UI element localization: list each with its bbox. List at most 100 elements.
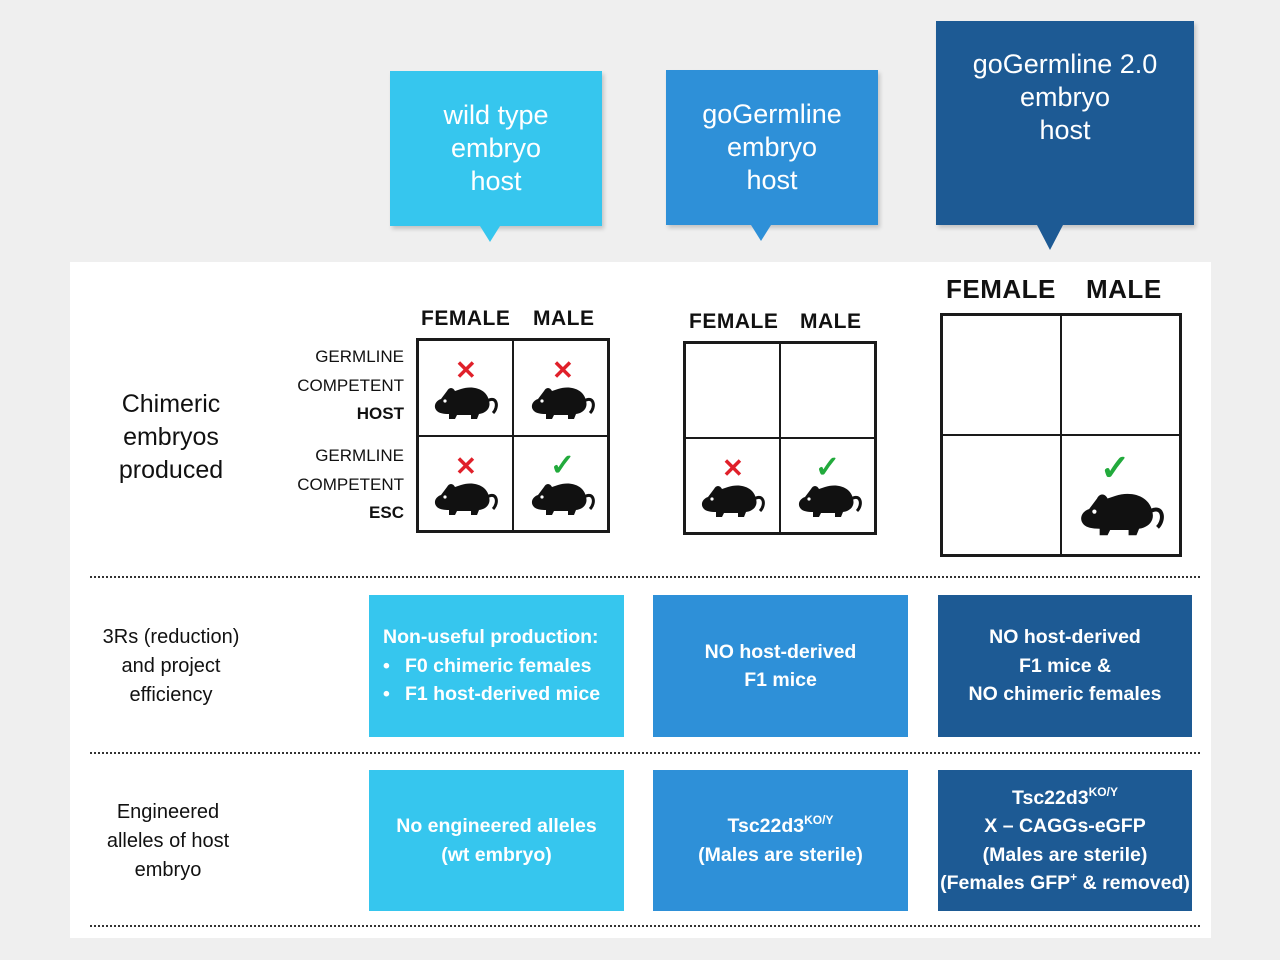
host-callout-gogermline-2: goGermline 2.0 embryo host [936,21,1194,250]
gene-line: Tsc22d3KO/Y [728,812,834,841]
mouse-icon [434,387,498,419]
efficiency-box-gogermline: NO host-derived F1 mice [653,595,908,737]
cell-host-female [942,315,1061,435]
label-line: embryo [134,859,202,881]
header-female-go2: FEMALE [946,274,1056,304]
check-icon: ✓ [1100,447,1131,488]
efficiency-box-gogermline-2: NO host-derived F1 mice & NO chimeric fe… [938,595,1192,737]
callout-line: host [1039,114,1091,145]
mouse-icon [701,485,765,517]
header-male-go: MALE [800,310,862,333]
punnett-grid-gogermline-2: ✓ [940,313,1182,557]
gene-name: Tsc22d3 [1012,786,1089,809]
host-callout-wild-type: wild type embryo host [390,71,602,242]
label-line: alleles of host [106,830,230,852]
check-icon: ✓ [550,448,576,482]
label-line: embryos [123,423,219,451]
row-label-host: GERMLINE COMPETENT HOST [224,343,404,429]
list-item: F0 chimeric females [383,652,600,681]
text-part: (Females GFP [940,872,1071,894]
punnett-grid-wild-type: ✕ ✕ ✕ ✓ [416,338,610,533]
label-line: Chimeric [121,390,221,418]
mouse-icon [434,483,498,515]
header-male-go2: MALE [1086,274,1162,304]
callout-line: wild type [443,100,549,130]
alleles-box-gogermline-2: Tsc22d3KO/Y X – CAGGs-eGFP (Males are st… [938,770,1192,911]
dotted-separator [90,752,1200,754]
text-line: X – CAGGs-eGFP [984,815,1146,837]
list-item: F1 host-derived mice [383,680,600,709]
host-callout-gogermline: goGermline embryo host [666,70,878,241]
check-icon: ✓ [815,451,841,484]
text-line: NO host-derived [989,626,1141,649]
label-line: GERMLINE [315,347,404,366]
alleles-box-wild-type: No engineered alleles (wt embryo) [369,770,624,911]
cell-esc-male: ✓ [513,435,608,531]
genotype-superscript: KO/Y [1088,784,1118,799]
callout-pointer [1036,225,1063,250]
label-line: ESC [369,503,404,522]
callout-line: embryo [450,133,542,163]
text-line: NO host-derived [704,640,857,663]
text-line: (Males are sterile) [982,843,1148,866]
mouse-icon [531,387,595,419]
label-line: 3Rs (reduction) [102,626,240,648]
efficiency-box-wild-type: Non-useful production: F0 chimeric femal… [369,595,624,737]
text-line: (Males are sterile) [698,843,863,866]
genotype-superscript: KO/Y [804,813,834,827]
callout-pointer [479,226,500,242]
text-line: F1 mice & [1018,654,1112,677]
cell-host-female: ✕ [418,340,513,436]
cell-esc-male: ✓ [1061,435,1180,555]
callout-line: goGermline [702,99,842,129]
label-line: HOST [356,404,404,423]
text-line: NO chimeric females [968,683,1162,706]
section-label-alleles: Engineered alleles of host embryo [86,798,250,885]
section-label-3rs: 3Rs (reduction) and project efficiency [86,623,256,710]
punnett-grid-gogermline: ✕ ✓ [683,341,877,535]
label-line: efficiency [129,684,213,706]
alleles-box-gogermline: Tsc22d3KO/Y (Males are sterile) [653,770,908,911]
callout-line: embryo [726,132,818,162]
gfp-superscript: + [1070,870,1078,884]
cross-icon: ✕ [455,355,477,385]
efficiency-list: F0 chimeric females F1 host-derived mice [383,652,600,709]
cell-esc-male: ✓ [780,438,875,533]
label-line: Engineered [116,801,220,823]
callout-pointer [751,225,772,241]
cross-icon: ✕ [552,355,574,385]
mouse-icon [798,485,862,517]
header-female-go: FEMALE [689,310,779,333]
cell-esc-female: ✕ [418,435,513,531]
dotted-separator [90,576,1200,578]
cell-host-female [685,343,780,438]
mouse-icon [531,483,595,515]
cross-icon: ✕ [455,450,477,481]
callout-line: embryo [1019,81,1111,112]
row-label-esc: GERMLINE COMPETENT ESC [224,442,404,528]
label-line: and project [121,655,221,677]
text-line: F1 mice [744,669,817,691]
section-label-chimeric: Chimeric embryos produced [96,388,246,487]
text-line: (Females GFP+ & removed) [940,869,1190,898]
cell-esc-female [942,435,1061,555]
cell-esc-female: ✕ [685,438,780,533]
text-line: (wt embryo) [441,843,552,866]
gene-line: Tsc22d3KO/Y [1012,784,1118,813]
callout-line: host [746,165,798,195]
dotted-separator [90,925,1200,927]
label-line: COMPETENT [297,375,404,395]
cell-host-male [1061,315,1180,435]
cross-icon: ✕ [722,453,744,483]
callout-line: host [470,166,522,196]
mouse-icon [1081,493,1164,536]
label-line: produced [118,456,224,484]
efficiency-title: Non-useful production: [383,626,599,649]
label-line: COMPETENT [297,474,404,494]
label-line: GERMLINE [315,446,404,465]
cell-host-male: ✕ [513,340,608,436]
cell-host-male [780,343,875,438]
text-part: & removed) [1077,872,1190,894]
gene-name: Tsc22d3 [727,815,805,837]
header-female-wt: FEMALE [421,307,511,330]
